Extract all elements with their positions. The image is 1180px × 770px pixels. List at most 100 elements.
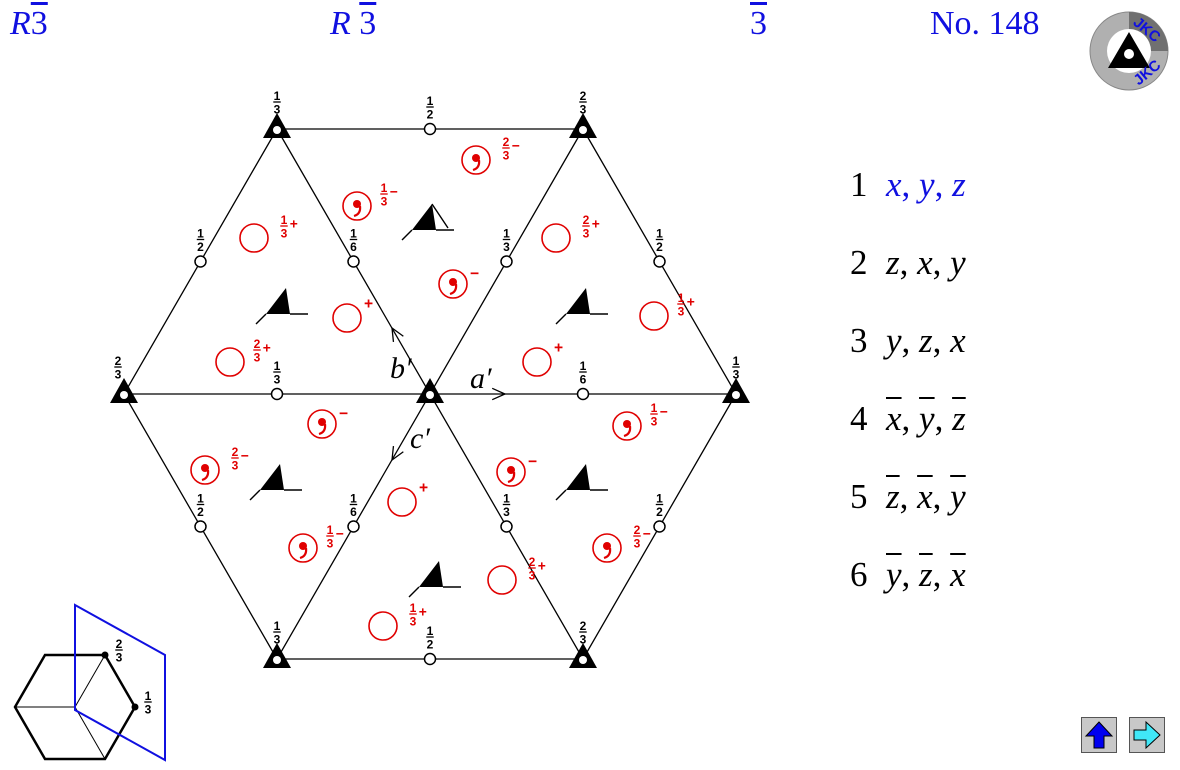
- inversion-center-icon: [347, 520, 360, 533]
- inversion-center-icon: [653, 255, 666, 268]
- triad-rotoinversion-icon: [416, 378, 444, 403]
- svg-text:+: +: [263, 340, 271, 355]
- node-label-ul-mid: 12: [196, 226, 205, 254]
- svg-text:6: 6: [350, 505, 357, 519]
- svg-text:1: 1: [503, 492, 510, 506]
- node-label-top-mid: 12: [426, 94, 434, 121]
- svg-text:1: 1: [427, 94, 434, 108]
- svg-text:2: 2: [656, 505, 663, 519]
- coord-z: x: [950, 321, 966, 360]
- node-label-bot-left: 13: [273, 619, 281, 646]
- svg-text:3: 3: [115, 367, 122, 381]
- general-position-flags: [249, 203, 608, 598]
- coord-z: z: [952, 165, 966, 204]
- triad-rotoinversion-icon: [569, 112, 597, 138]
- mirror-flag-icon: [408, 561, 461, 598]
- inversion-center-icon: [653, 520, 666, 533]
- up-button[interactable]: [1081, 717, 1117, 753]
- triad-center-dot: [120, 391, 128, 399]
- inversion-center-icon: [194, 520, 207, 533]
- jkc-logo-icon[interactable]: JKC JKC: [1088, 10, 1170, 92]
- general-position-marker: 23−: [592, 523, 651, 563]
- coord-z: z: [952, 399, 966, 438]
- position-label-p4: 23+: [582, 213, 600, 240]
- svg-text:3: 3: [327, 536, 334, 550]
- axis-arrowhead: [391, 446, 404, 462]
- svg-text:+: +: [290, 216, 298, 231]
- node-label-center-right: 16: [579, 359, 587, 386]
- inversion-centers: [194, 122, 666, 666]
- axis-label-a: a′: [470, 362, 492, 395]
- svg-text:1: 1: [281, 213, 288, 227]
- svg-text:−: −: [241, 448, 249, 463]
- triad-center-dot: [579, 125, 587, 134]
- next-button[interactable]: [1129, 717, 1165, 753]
- svg-text:2: 2: [529, 555, 536, 569]
- svg-text:−: −: [512, 138, 520, 153]
- position-label-p10: −: [339, 405, 348, 422]
- svg-text:2: 2: [656, 240, 663, 254]
- inversion-center-icon: [270, 387, 284, 401]
- svg-text:3: 3: [232, 458, 239, 472]
- point-group-num: 3: [750, 5, 767, 42]
- coord-x: x: [886, 165, 902, 204]
- position-label-p2: 23−: [502, 135, 520, 162]
- svg-text:3: 3: [254, 350, 261, 364]
- right-arrow-icon: [1133, 720, 1161, 750]
- position-label-p18: 23−: [633, 523, 651, 550]
- axis-arrows: [391, 326, 507, 462]
- svg-text:1: 1: [274, 89, 281, 103]
- triad-rotoinversion-icon: [263, 643, 291, 669]
- coord-x: y: [886, 555, 902, 594]
- svg-text:1: 1: [410, 601, 417, 615]
- node-label-ur-inner: 13: [502, 226, 511, 254]
- coord-y: y: [919, 165, 935, 204]
- general-position-marker: 23+: [541, 213, 600, 253]
- full-symbol-letter: R: [330, 5, 351, 42]
- triad-rotoinversion-icon: [263, 112, 291, 138]
- coord-x: x: [886, 399, 902, 438]
- svg-text:2: 2: [115, 354, 122, 368]
- svg-text:3: 3: [529, 568, 536, 582]
- svg-text:2: 2: [197, 505, 204, 519]
- svg-text:2: 2: [503, 135, 510, 149]
- inversion-center-icon: [500, 255, 513, 268]
- triad-center-dot: [273, 656, 281, 665]
- triad-rotoinversion-icon: [569, 643, 597, 669]
- coord-num: 6: [850, 555, 868, 594]
- svg-text:2: 2: [197, 240, 204, 254]
- svg-text:2: 2: [232, 445, 239, 459]
- position-label-p9: +: [554, 339, 563, 356]
- svg-text:3: 3: [274, 372, 281, 386]
- svg-text:1: 1: [381, 181, 388, 195]
- general-position-marker: −: [438, 265, 479, 299]
- svg-text:−: −: [390, 184, 398, 199]
- general-position-marker: −: [307, 405, 348, 439]
- triad-center-dot: [426, 391, 434, 399]
- node-label-ur-mid: 12: [655, 226, 664, 254]
- coord-z: y: [950, 243, 966, 282]
- svg-text:3: 3: [583, 226, 590, 240]
- mirror-flag-icon: [555, 288, 608, 325]
- svg-text:−: −: [339, 405, 348, 422]
- svg-text:3: 3: [733, 367, 740, 381]
- space-group-number: No. 148: [930, 5, 1040, 42]
- svg-text:3: 3: [281, 226, 288, 240]
- svg-text:1: 1: [733, 354, 740, 368]
- svg-text:3: 3: [678, 304, 685, 318]
- general-position-marker: 13−: [612, 401, 668, 441]
- svg-text:1: 1: [350, 226, 357, 240]
- svg-text:2: 2: [580, 619, 587, 633]
- svg-text:+: +: [419, 604, 427, 619]
- axis-arrowhead: [391, 326, 404, 342]
- position-label-p15: 13−: [326, 523, 344, 550]
- svg-text:2: 2: [254, 337, 261, 351]
- svg-text:−: −: [660, 404, 668, 419]
- svg-text:+: +: [554, 339, 563, 356]
- general-position-marker: −: [496, 453, 537, 487]
- axis-arrowhead: [491, 387, 507, 401]
